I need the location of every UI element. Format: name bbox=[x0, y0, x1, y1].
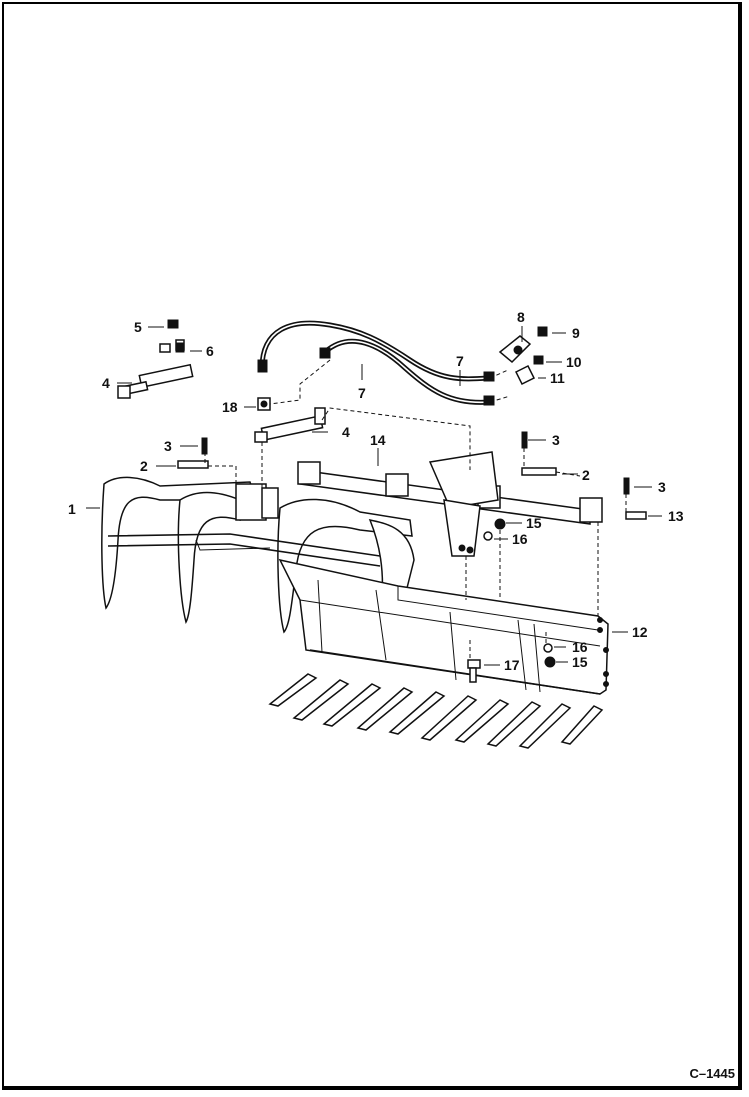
fitting-6 bbox=[175, 342, 185, 353]
assembly-lines bbox=[204, 359, 627, 660]
callout-3-far-right: 3 bbox=[658, 479, 666, 495]
tee-fitting-8 bbox=[498, 335, 532, 364]
bucket-frame-12 bbox=[278, 558, 609, 695]
pin-2-right bbox=[521, 467, 557, 476]
grapple-tines-1 bbox=[101, 476, 415, 648]
callout-labels: 1 2 2 3 3 3 4 4 5 6 7 7 8 9 10 11 12 13 … bbox=[68, 309, 684, 673]
callout-16-lower: 16 bbox=[572, 639, 588, 655]
pin-13 bbox=[625, 511, 647, 520]
pivot-tube-14 bbox=[297, 451, 603, 557]
callout-4-center: 4 bbox=[342, 424, 350, 440]
bucket-teeth bbox=[268, 673, 604, 749]
callout-15-upper: 15 bbox=[526, 515, 542, 531]
callout-16-upper: 16 bbox=[512, 531, 528, 547]
callout-8: 8 bbox=[517, 309, 525, 325]
hydraulic-hoses bbox=[257, 320, 495, 406]
callout-11: 11 bbox=[550, 370, 565, 386]
callout-18: 18 bbox=[222, 399, 238, 415]
callout-1: 1 bbox=[68, 501, 76, 517]
callout-6: 6 bbox=[206, 343, 214, 359]
callout-17: 17 bbox=[504, 657, 520, 673]
callout-4-upper: 4 bbox=[102, 375, 110, 391]
fitting-11 bbox=[514, 364, 536, 386]
callout-7-left: 7 bbox=[358, 385, 366, 401]
callout-5: 5 bbox=[134, 319, 142, 335]
callout-2-right: 2 bbox=[582, 467, 590, 483]
leader-lines bbox=[86, 326, 662, 666]
callout-15-lower: 15 bbox=[572, 654, 588, 670]
callout-2-left: 2 bbox=[140, 458, 148, 474]
bolt-17 bbox=[467, 659, 481, 683]
fitting-5 bbox=[167, 319, 179, 329]
callout-7-right: 7 bbox=[456, 353, 464, 369]
figure-reference: C–1445 bbox=[689, 1066, 735, 1081]
callout-9: 9 bbox=[572, 325, 580, 341]
callout-13: 13 bbox=[668, 508, 684, 524]
washer-16-lower bbox=[543, 643, 553, 653]
fitting-18 bbox=[257, 397, 271, 411]
callout-3-right: 3 bbox=[552, 432, 560, 448]
callout-14: 14 bbox=[370, 432, 386, 448]
callout-12: 12 bbox=[632, 624, 648, 640]
callout-10: 10 bbox=[566, 354, 582, 370]
nut-15-lower bbox=[544, 656, 556, 668]
fitting-10 bbox=[533, 355, 544, 365]
diagram-frame bbox=[2, 2, 742, 1090]
grapple-cylinder-center bbox=[254, 407, 326, 443]
callout-3-left: 3 bbox=[164, 438, 172, 454]
pin-2-left bbox=[177, 460, 209, 469]
bolt-3-far-right bbox=[623, 477, 630, 495]
washer-16-upper bbox=[483, 531, 493, 541]
fitting-9 bbox=[537, 326, 548, 337]
nut-15-upper bbox=[494, 518, 506, 530]
bolt-3-left bbox=[201, 437, 208, 455]
bolt-3-right bbox=[521, 431, 528, 449]
